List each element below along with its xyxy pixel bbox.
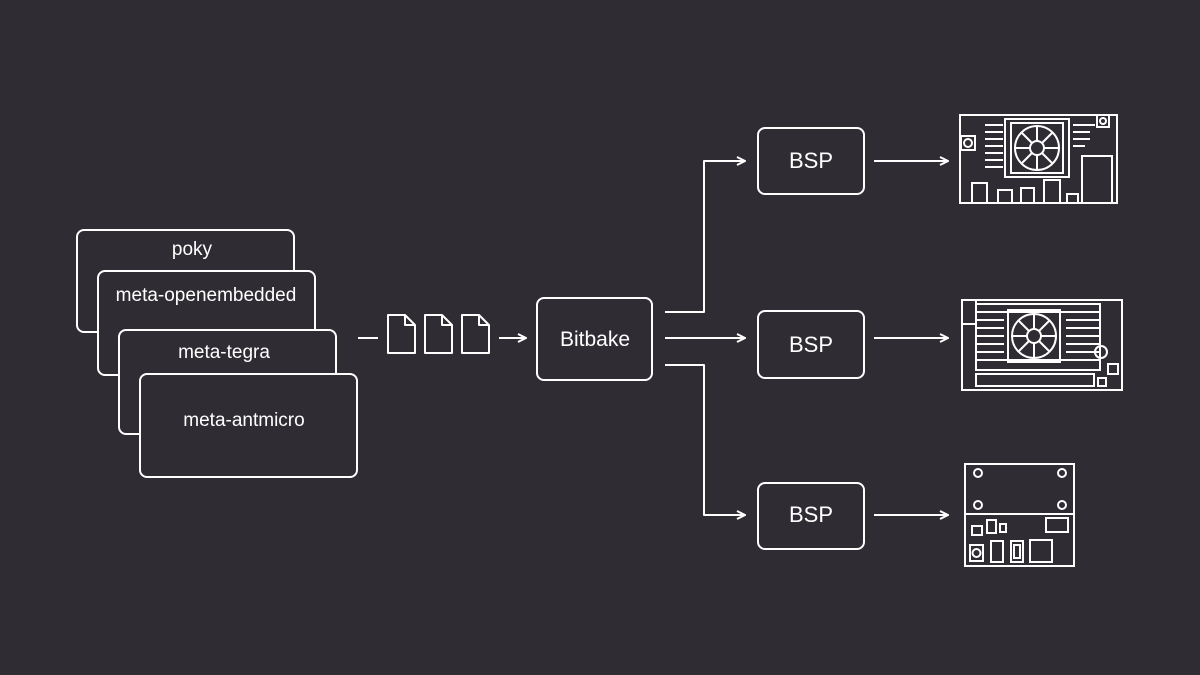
layer-label: meta-openembedded — [116, 285, 297, 306]
layer-label: poky — [172, 239, 213, 260]
bsp-label: BSP — [789, 332, 833, 357]
bitbake-box: Bitbake — [536, 297, 653, 381]
arrow-to-bsp-bottom — [665, 364, 745, 515]
bitbake-label: Bitbake — [560, 328, 630, 351]
bsp-box-bottom: BSP — [757, 482, 865, 550]
board-with-fan-icon — [959, 114, 1118, 204]
bsp-label: BSP — [789, 502, 833, 527]
layer-label: meta-tegra — [178, 342, 270, 363]
layer-card-meta-antmicro: meta-antmicro — [139, 373, 358, 478]
bsp-box-middle: BSP — [757, 310, 865, 379]
bsp-box-top: BSP — [757, 127, 865, 195]
document-icon — [387, 314, 416, 354]
layer-label: meta-antmicro — [183, 410, 304, 431]
bsp-label: BSP — [789, 148, 833, 173]
arrow-to-bsp-top — [665, 161, 745, 313]
document-icon — [461, 314, 490, 354]
document-icon — [424, 314, 453, 354]
compact-board-icon — [964, 463, 1075, 567]
board-with-heatsink-icon — [961, 299, 1123, 391]
